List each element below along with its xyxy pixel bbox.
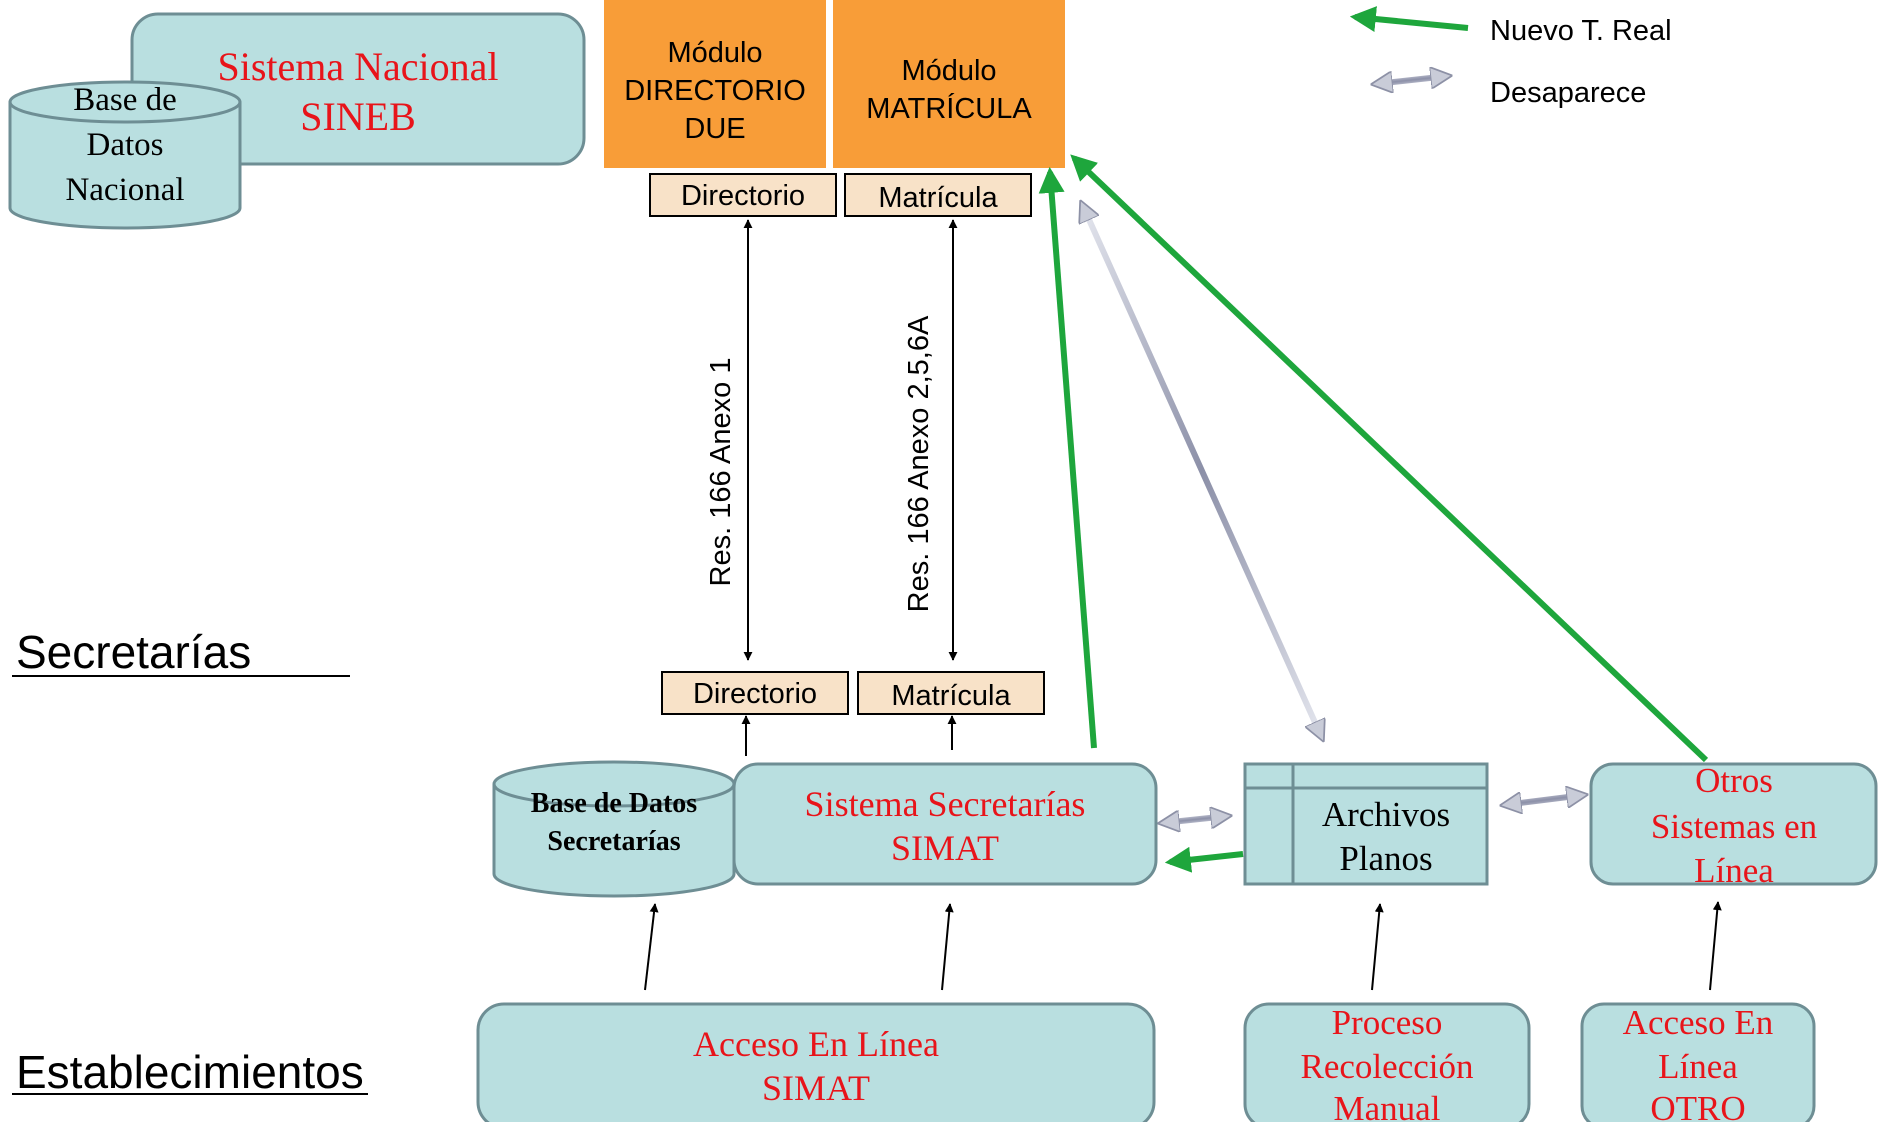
new-arrow-files-simat [1164,846,1244,873]
national-db-line3: Nacional [65,172,184,208]
arrow-online-to-simat [941,903,954,991]
manual-collection-box: Proceso Recolección Manual [1243,1002,1531,1122]
online-other-line1: Acceso En [1623,1003,1774,1042]
link-matricula-resolution: Res. 166 Anexo 2,5,6A [903,315,935,612]
module-directorio-line1: Módulo [667,37,762,69]
simat-title-line2: SIMAT [891,828,999,868]
online-simat-line2: SIMAT [762,1068,870,1108]
module-directorio-line3: DUE [684,113,745,145]
sineb-title-line1: Sistema Nacional [217,44,498,89]
other-systems-line3: Línea [1694,851,1774,890]
national-database-cylinder: Base de Datos Nacional [8,80,242,230]
module-matricula-line2: MATRÍCULA [866,92,1032,125]
online-access-other-box: Acceso En Línea OTRO [1580,1002,1816,1122]
manual-collection-line2: Recolección [1301,1047,1474,1086]
gone-arrow-simat-files [1162,816,1228,823]
svg-text:Directorio: Directorio [693,678,817,710]
online-other-line3: OTRO [1650,1089,1745,1122]
manual-collection-line1: Proceso [1332,1003,1443,1042]
module-directorio-line2: DIRECTORIO [624,75,806,107]
national-directorio-label: Directorio [649,173,837,217]
secretarias-matricula-label: Matrícula [857,671,1045,715]
manual-collection-line3: Manual [1334,1089,1441,1122]
secretarias-database-cylinder: Base de Datos Secretarías [492,760,736,898]
legend: Nuevo T. Real Desaparece [1349,6,1672,109]
sineb-system-box: Sistema Nacional SINEB [130,12,586,166]
legend-new-label: Nuevo T. Real [1490,15,1672,47]
level-establecimientos-label: Establecimientos [16,1046,364,1098]
module-matricula-box: Módulo MATRÍCULA [833,0,1065,168]
simat-system-box: Sistema Secretarías SIMAT [732,762,1158,886]
national-db-line2: Datos [87,127,164,163]
sineb-title-line2: SINEB [300,94,416,139]
link-directorio-resolution: Res. 166 Anexo 1 [705,358,737,587]
level-secretarias-label: Secretarías [16,626,251,678]
module-directorio-box: Módulo DIRECTORIO DUE [604,0,826,168]
svg-text:Matrícula: Matrícula [891,680,1011,712]
level-establecimientos: Establecimientos [12,1046,368,1098]
svg-text:Directorio: Directorio [681,180,805,212]
secretarias-directorio-label: Directorio [661,671,849,715]
link-matricula: Res. 166 Anexo 2,5,6A [903,219,958,661]
secretarias-db-line2: Secretarías [547,826,680,857]
flat-files-line1: Archivos [1322,795,1450,834]
link-directorio: Res. 166 Anexo 1 [705,219,753,661]
online-simat-line1: Acceso En Línea [693,1024,939,1064]
arrow-other-online-to-other [1709,901,1722,991]
gone-arrow-files-other [1504,795,1584,805]
national-db-line1: Base de [73,82,177,118]
other-online-systems-box: Otros Sistemas en Línea [1589,761,1878,890]
legend-gone-label: Desaparece [1490,77,1646,109]
online-access-simat-box: Acceso En Línea SIMAT [476,1002,1156,1122]
legend-gone-arrow [1375,76,1448,84]
secretarias-db-line1: Base de Datos [531,788,698,819]
gone-arrow-files-national [1082,204,1322,738]
national-matricula-label: Matrícula [844,173,1032,217]
arrow-manual-to-files [1371,903,1384,991]
legend-new-arrow [1349,6,1469,32]
svg-text:Matrícula: Matrícula [878,182,998,214]
simat-title-line1: Sistema Secretarías [805,784,1086,824]
level-secretarias: Secretarías [12,626,350,678]
other-systems-line1: Otros [1695,761,1773,800]
other-systems-line2: Sistemas en [1651,807,1817,846]
arrow-online-to-db [644,903,659,991]
new-arrow-other-national [1070,154,1709,763]
module-matricula-line1: Módulo [901,55,996,87]
flat-files-line2: Planos [1339,839,1432,878]
new-arrow-simat-national [1038,166,1097,749]
online-other-line2: Línea [1658,1047,1738,1086]
flat-files-table: Archivos Planos [1243,762,1489,886]
